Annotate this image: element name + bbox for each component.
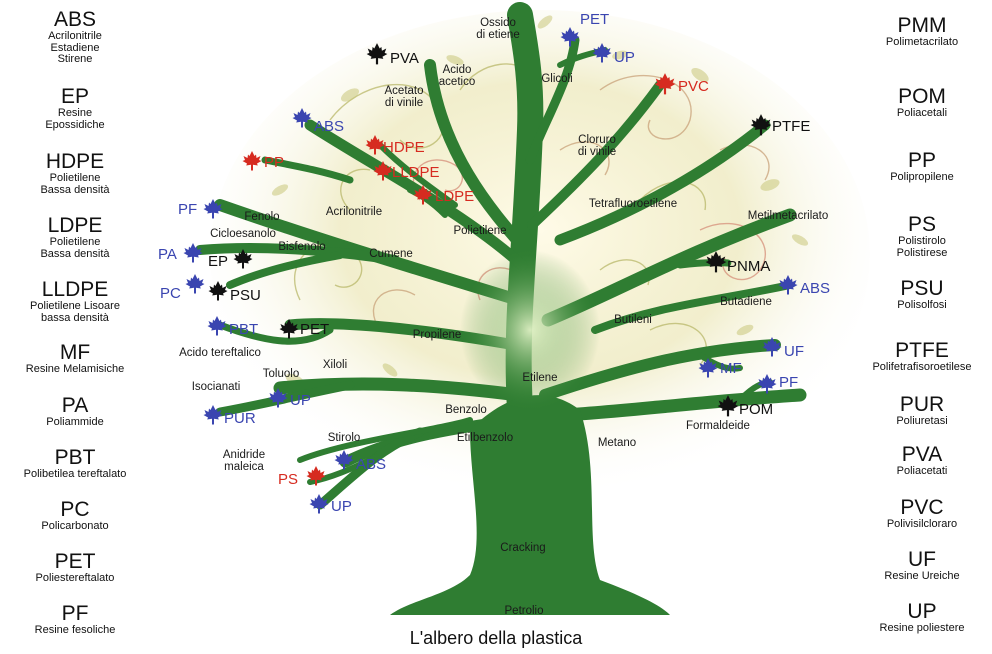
diagram-caption: L'albero della plastica [0,628,992,649]
branch-label: Formaldeide [686,420,750,432]
branch-label: Butadiene [720,296,772,308]
branch-label: Cracking [500,542,545,554]
leaf-label: PBT [229,321,258,338]
leaf-label: LDPE [435,188,474,205]
branch-label: Ossidodi etiene [476,17,519,41]
branch-label: Stirolo [328,432,361,444]
branch-label: Benzolo [445,404,487,416]
leaf-label: PC [160,285,181,302]
leaf-label: LLDPE [392,164,440,181]
leaf-label: EP [208,253,228,270]
leaf-ps: PS [278,466,326,488]
leaf-label: ABS [800,280,830,297]
branch-label: Acidoacetico [439,64,475,88]
branch-label: Bisfenolo [278,241,325,253]
branch-label: Metano [598,437,636,449]
leaf-label: UF [784,343,804,360]
branch-label: Petrolio [505,605,544,617]
leaf-label: PS [278,471,298,488]
leaf-label: ABS [314,118,344,135]
leaf-ldpe: LDPE [414,185,475,205]
leaf-label: POM [739,401,773,418]
branch-label: Etilbenzolo [457,432,513,444]
branch-label: Isocianati [192,381,241,393]
leaf-label: PTFE [772,118,810,135]
leaf-label: PF [178,201,197,218]
leaf-label: PF [779,374,798,391]
branch-label: Acrilonitrile [326,206,382,218]
leaf-label: PP [264,154,284,171]
leaf-lldpe: LLDPE [374,161,440,181]
leaf-label: PVC [678,78,709,95]
leaf-label: PNMA [727,258,770,275]
branch-label: Metilmetacrilato [748,210,829,222]
branch-label: Toluolo [263,368,299,380]
branch-label: Cumene [369,248,412,260]
leaf-label: UP [290,392,311,409]
leaf-up-bottom: UP [310,494,352,515]
branch-label: Anidridemaleica [223,449,265,473]
branch-label: Clorurodi vinile [578,134,616,158]
leaf-label: PSU [230,287,261,304]
maple-leaf-icon [186,274,205,294]
leaf-label: PA [158,246,177,263]
leaf-label: PET [300,321,329,338]
leaf-pc: PC [160,274,205,302]
leaf-label: MF [720,360,742,377]
leaf-label: UP [331,498,352,515]
leaf-label: PET [580,11,609,28]
leaf-label: PVA [390,50,419,67]
branch-label: Tetrafluoroetilene [589,198,677,210]
leaf-label: ABS [356,456,386,473]
branch-label: Butileni [614,314,652,326]
leaf-pa: PA [158,243,203,263]
branch-label: Acido tereftalico [179,347,261,359]
branch-label: Xiloli [323,359,347,371]
branch-label: Etilene [522,372,557,384]
branch-label: Propilene [413,329,462,341]
branch-label: Cicloesanolo [210,228,276,240]
branch-label: Glicoli [541,73,572,85]
leaf-label: UP [614,49,635,66]
branch-label: Polietilene [453,225,506,237]
leaf-label: HDPE [383,139,425,156]
leaf-label: PUR [224,410,256,427]
branch-label: Fenolo [244,211,279,223]
branch-label: Acetatodi vinile [385,85,424,109]
leaf-hdpe: HDPE [366,135,425,156]
